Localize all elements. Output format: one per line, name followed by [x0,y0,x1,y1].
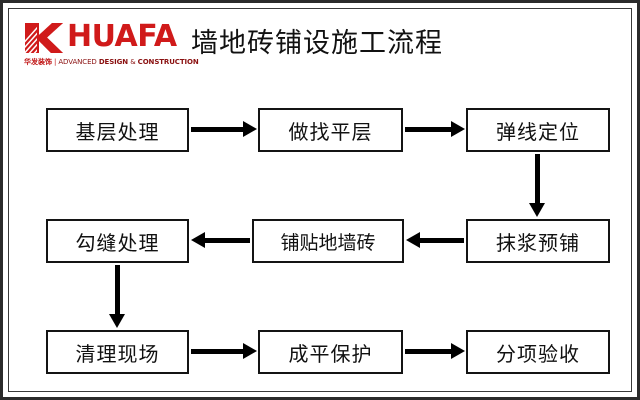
flow-edge-grouting-to-cleaning [115,265,120,316]
logo-tagline-cn: 华发装饰 [24,58,52,66]
flow-arrowhead-down-icon [109,314,125,328]
flow-node-line-marking[interactable]: 弹线定位 [466,108,610,152]
flow-edge-marking-to-mortar [535,154,540,205]
flow-arrowhead-right-icon [451,121,465,137]
logo-tagline: 华发装饰|ADVANCED DESIGN & CONSTRUCTION [24,54,199,66]
flow-edge-leveling-to-marking [405,127,451,132]
flow-arrowhead-right-icon [243,121,257,137]
flow-arrowhead-left-icon [406,232,420,248]
logo-tagline-en-amp: & [128,58,138,66]
flow-node-flat-protection[interactable]: 成平保护 [258,330,403,374]
flow-arrowhead-down-icon [529,203,545,217]
logo-tagline-en-advanced: ADVANCED [58,58,99,66]
flow-edge-cleaning-to-protection [191,349,243,354]
flow-arrowhead-left-icon [191,232,205,248]
flow-edge-base-to-leveling [191,127,243,132]
logo-tagline-en: ADVANCED DESIGN & CONSTRUCTION [58,58,198,66]
logo-tagline-en-construction: CONSTRUCTION [137,58,199,66]
logo-tagline-separator: | [54,58,57,66]
flow-edge-mortar-to-tiling [420,238,464,243]
flow-edge-protection-to-acceptance [405,349,451,354]
company-logo: HUAFA 华发装饰|ADVANCED DESIGN & CONSTRUCTIO… [23,19,199,67]
flow-node-mortar-prelay[interactable]: 抹浆预铺 [466,219,610,263]
process-flowchart: 基层处理 做找平层 弹线定位 抹浆预铺 铺贴地墙砖 勾缝处理 清理现场 成平保护… [3,3,637,397]
huafa-k-logo-icon [25,23,63,53]
slide-header: HUAFA 华发装饰|ADVANCED DESIGN & CONSTRUCTIO… [3,3,637,85]
flow-arrowhead-right-icon [243,343,257,359]
flow-edge-tiling-to-grouting [205,238,250,243]
flow-node-site-cleaning[interactable]: 清理现场 [46,330,189,374]
flow-node-grouting[interactable]: 勾缝处理 [46,219,189,263]
flow-node-base-treatment[interactable]: 基层处理 [46,108,189,152]
flow-node-leveling-layer[interactable]: 做找平层 [258,108,403,152]
flow-node-item-acceptance[interactable]: 分项验收 [466,330,610,374]
flow-arrowhead-right-icon [451,343,465,359]
page-title: 墙地砖铺设施工流程 [191,28,443,59]
flow-node-tile-laying[interactable]: 铺贴地墙砖 [252,219,404,263]
logo-wordmark: HUAFA [67,19,177,54]
logo-tagline-en-design: DESIGN [98,58,129,66]
